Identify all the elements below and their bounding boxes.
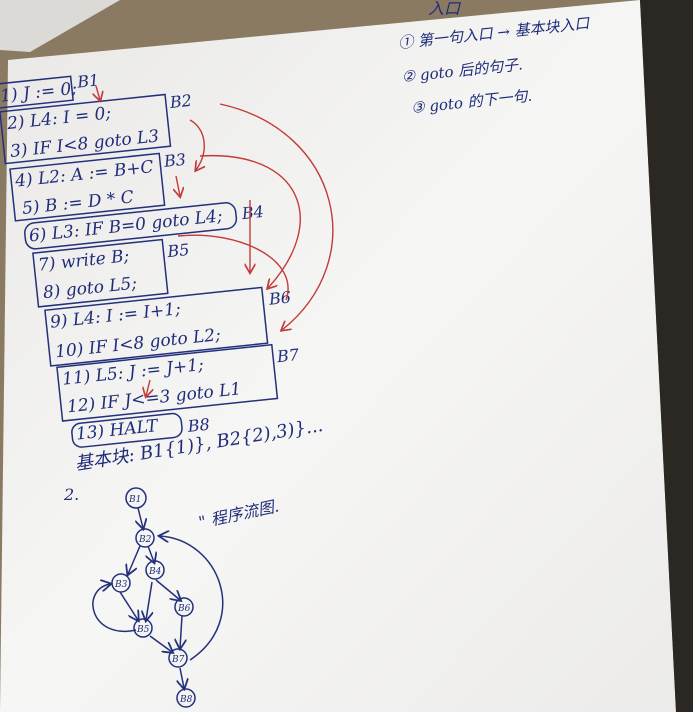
flow-graph: B1 B2 B3 B4 B5 B6 B7 B8	[92, 487, 224, 708]
block-box-b5	[32, 238, 169, 308]
label-b5: B5	[165, 240, 190, 261]
desk-edge	[640, 0, 693, 712]
label-b8: B8	[186, 415, 211, 436]
block-box-b3	[9, 152, 166, 222]
graph-node-b4	[145, 560, 165, 580]
graph-label-b1: B1	[128, 495, 141, 505]
jump-arrows	[96, 85, 334, 396]
graph-node-b7	[168, 648, 188, 668]
graph-label-b8: B8	[179, 695, 193, 705]
graph-node-b5	[133, 618, 153, 638]
graph-label-b4: B4	[148, 567, 162, 577]
label-b3: B3	[162, 150, 187, 171]
graph-node-b3	[111, 573, 131, 593]
notes-header: 入口	[428, 0, 461, 18]
graph-node-b8	[176, 688, 196, 708]
block-box-b6	[44, 286, 269, 367]
label-b1: B1	[75, 70, 100, 91]
label-b4: B4	[240, 202, 265, 223]
block-box-b4	[24, 202, 238, 250]
label-b7: B7	[275, 345, 301, 366]
graph-label-b7: B7	[171, 655, 185, 665]
graph-node-b1	[125, 487, 147, 509]
graph-label-b6: B6	[177, 604, 191, 614]
section-two-number: 2.	[63, 485, 79, 504]
label-b6: B6	[267, 288, 292, 309]
block-box-b8	[71, 412, 183, 448]
graph-label-b2: B2	[138, 535, 152, 545]
block-box-b1	[0, 75, 74, 110]
graph-node-b6	[174, 597, 194, 617]
label-b2: B2	[168, 91, 193, 112]
graph-node-b2	[135, 528, 155, 548]
paper-corner	[0, 0, 120, 52]
graph-label-b3: B3	[114, 580, 128, 590]
block-box-b2	[0, 93, 172, 165]
graph-label-b5: B5	[136, 625, 150, 635]
block-box-b7	[56, 343, 279, 422]
